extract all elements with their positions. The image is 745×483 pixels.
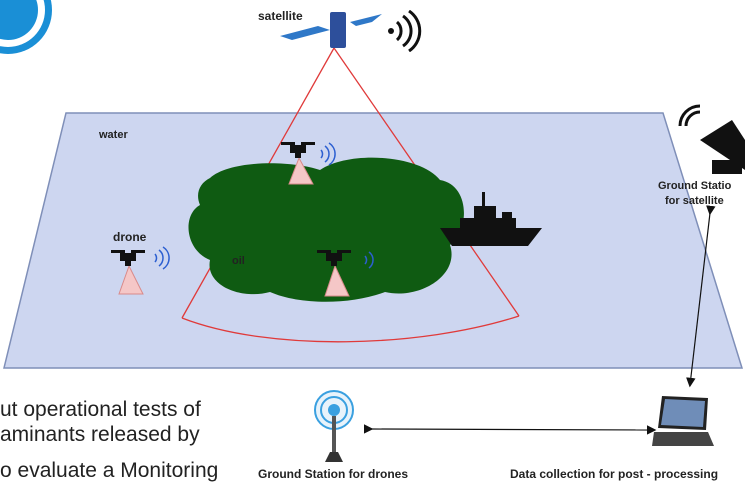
satellite-icon bbox=[280, 12, 382, 48]
background-text-line: o evaluate a Monitoring bbox=[0, 459, 219, 482]
laptop-icon bbox=[652, 396, 714, 446]
logo-seal-icon bbox=[0, 0, 52, 54]
ground-station-satellite-label-2: for satellite bbox=[665, 195, 724, 207]
drone-icon bbox=[111, 246, 170, 295]
drone-icon bbox=[281, 142, 336, 185]
oil-label: oil bbox=[232, 255, 245, 267]
satellite-label: satellite bbox=[258, 9, 303, 23]
oil-slick bbox=[188, 157, 464, 302]
ship-icon bbox=[440, 192, 542, 246]
background-text-line: aminants released by bbox=[0, 423, 200, 446]
ground-station-satellite-label-1: Ground Statio bbox=[658, 180, 732, 192]
background-text-line: ut operational tests of bbox=[0, 398, 201, 421]
signal-waves-icon bbox=[388, 10, 422, 52]
data-collection-label: Data collection for post - processing bbox=[510, 467, 719, 481]
drone-label: drone bbox=[113, 230, 147, 244]
ground-dish-icon bbox=[678, 104, 745, 174]
water-label: water bbox=[99, 129, 128, 141]
radio-tower-icon bbox=[314, 390, 354, 462]
ground-station-drones-label: Ground Station for drones bbox=[258, 467, 408, 481]
drone-icon bbox=[317, 250, 374, 297]
